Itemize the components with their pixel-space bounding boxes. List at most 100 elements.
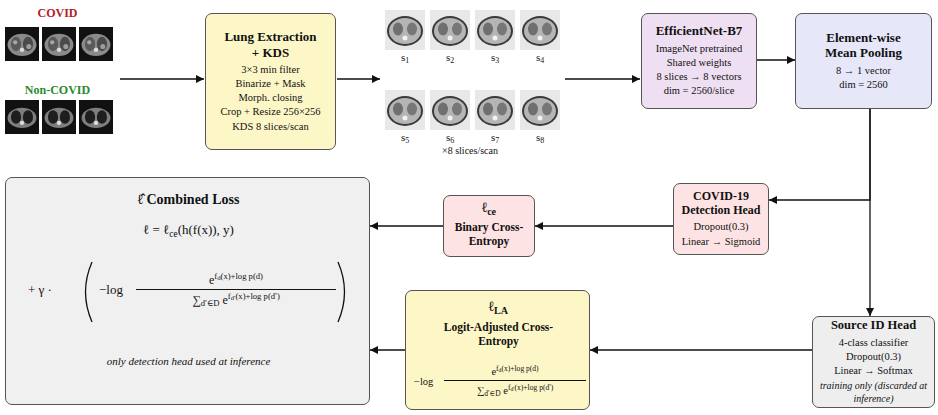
- text-run: s: [401, 51, 405, 63]
- text-run: 8: [540, 136, 544, 145]
- node-text: Logit-Adjusted Cross-Entropy: [441, 321, 556, 348]
- node-heading: Lung Extraction + KDS: [221, 29, 321, 60]
- text-run: d′∈D: [201, 298, 220, 308]
- node-text: 8 slices → 8 vectors: [656, 70, 741, 84]
- node-text: dim = 2560: [839, 78, 888, 92]
- note-label: ×8 slices/scan: [420, 145, 520, 156]
- node-text: 4-class classifier: [839, 336, 909, 350]
- text-run: LA: [494, 305, 508, 316]
- node-text: Crop + Resize 256×256: [220, 105, 320, 119]
- text-run: (x)+log p(d): [221, 271, 263, 281]
- text-run: s: [446, 131, 450, 143]
- model-box: EfficientNet-B7ImageNet pretrainedShared…: [641, 13, 757, 109]
- text-run: s: [536, 131, 540, 143]
- class-label: Non-COVID: [5, 83, 110, 98]
- slice-image: [475, 10, 515, 50]
- flow-arrow: [565, 78, 640, 79]
- loss-box: ℓceBinary Cross-Entropy: [443, 195, 535, 257]
- node-text: ImageNet pretrained: [656, 42, 743, 56]
- text-run: 6: [450, 136, 454, 145]
- slice-image: [430, 10, 470, 50]
- text-run: f: [508, 383, 511, 392]
- node-text: training only (discarded at inference): [818, 379, 930, 406]
- text-run: 7: [495, 136, 499, 145]
- flow-arrow: [120, 78, 204, 79]
- connector-arrow: [869, 109, 870, 316]
- text-run: (x)+log p(d): [501, 364, 538, 373]
- slice-image: [430, 90, 470, 130]
- node-text: efd(x)+log p(d): [444, 364, 586, 381]
- text-run: ce: [487, 207, 496, 218]
- connector-arrow: [370, 225, 443, 226]
- slice-image: [520, 90, 560, 130]
- node-text: Morph. closing: [238, 91, 302, 105]
- text-run: 3: [495, 56, 499, 65]
- node-text: Linear → Sigmoid: [682, 235, 761, 249]
- process-box: Lung Extraction + KDS 3×3 min filterBinar…: [205, 13, 336, 150]
- text-run: s: [401, 131, 405, 143]
- node-text: Binarize + Mask: [235, 77, 305, 91]
- node-text: −log: [414, 375, 444, 389]
- pooling-box: Element-wise Mean Pooling8 → 1 vectordim…: [795, 13, 932, 109]
- node-text: −log: [99, 282, 139, 299]
- text-run: ∑: [477, 385, 485, 396]
- node-text: ℓ = ℓce(h(f(x)), y): [6, 222, 371, 240]
- node-heading: EfficientNet-B7: [656, 23, 743, 38]
- ct-scan-image: [5, 27, 39, 61]
- node-heading: Source ID Head: [831, 318, 916, 333]
- text-run: d: [499, 367, 502, 373]
- node-text: dim = 2560/slice: [664, 84, 735, 98]
- text-run: f: [214, 271, 217, 281]
- connector-arrow: [757, 59, 795, 60]
- text-run: d′: [231, 294, 236, 301]
- head-box: Source ID Head4-class classifierDropout(…: [812, 316, 935, 408]
- node-text: Binary Cross-Entropy: [448, 221, 530, 248]
- slice-label: s2: [430, 51, 470, 65]
- slice-label: s1: [385, 51, 425, 65]
- text-run: 1: [405, 56, 409, 65]
- text-run: f: [228, 291, 231, 301]
- ct-scan-image: [42, 27, 76, 61]
- text-run: e: [501, 385, 508, 396]
- node-text: 3×3 min filter: [241, 63, 299, 77]
- text-run: d′: [510, 386, 514, 392]
- slice-label: s5: [385, 131, 425, 145]
- slice-label: s8: [520, 131, 560, 145]
- connector-arrow: [769, 109, 870, 200]
- text-run: ce: [169, 229, 177, 239]
- slice-image: [520, 10, 560, 50]
- node-text: Shared weights: [667, 56, 731, 70]
- connector-arrow: [590, 349, 812, 350]
- slice-image: [475, 90, 515, 130]
- ct-scan-image: [79, 27, 113, 61]
- text-run: f: [496, 364, 499, 373]
- slice-image: [385, 10, 425, 50]
- text-run: e: [491, 366, 496, 377]
- text-run: (h(f(x)), y): [178, 222, 234, 237]
- class-label: COVID: [20, 6, 95, 21]
- node-heading: ℓLA: [406, 299, 591, 317]
- flow-arrow: [337, 78, 380, 79]
- node-text: ∑d′∈D efd′(x)+log p(d′): [136, 291, 336, 310]
- text-run: s: [491, 131, 495, 143]
- text-run: s: [446, 51, 450, 63]
- text-run: ℓ = ℓ: [143, 222, 169, 237]
- node-heading: COVID-19 Detection Head: [676, 189, 766, 217]
- combined-loss-box: ℓ̂ Combined Lossℓ = ℓce(h(f(x)), y)+ γ ·…: [5, 177, 370, 405]
- text-run: (x)+log p(d′): [515, 383, 554, 392]
- ct-scan-image: [79, 100, 113, 134]
- text-run: d: [217, 274, 220, 281]
- node-text: only detection head used at inference: [6, 354, 371, 369]
- text-run: ∑: [192, 293, 201, 307]
- text-run: 4: [540, 56, 544, 65]
- text-run: (x)+log p(d′): [235, 291, 279, 301]
- node-heading: ℓ̂ Combined Loss: [6, 192, 371, 209]
- text-run: ℓ: [482, 200, 487, 215]
- node-heading: Element-wise Mean Pooling: [814, 30, 914, 61]
- node-text: Dropout(0.3): [693, 220, 748, 234]
- loss-box: ℓLALogit-Adjusted Cross-Entropy−logefd(x…: [405, 290, 590, 410]
- slice-label: s3: [475, 51, 515, 65]
- ct-scan-image: [42, 100, 76, 134]
- slice-label: s6: [430, 131, 470, 145]
